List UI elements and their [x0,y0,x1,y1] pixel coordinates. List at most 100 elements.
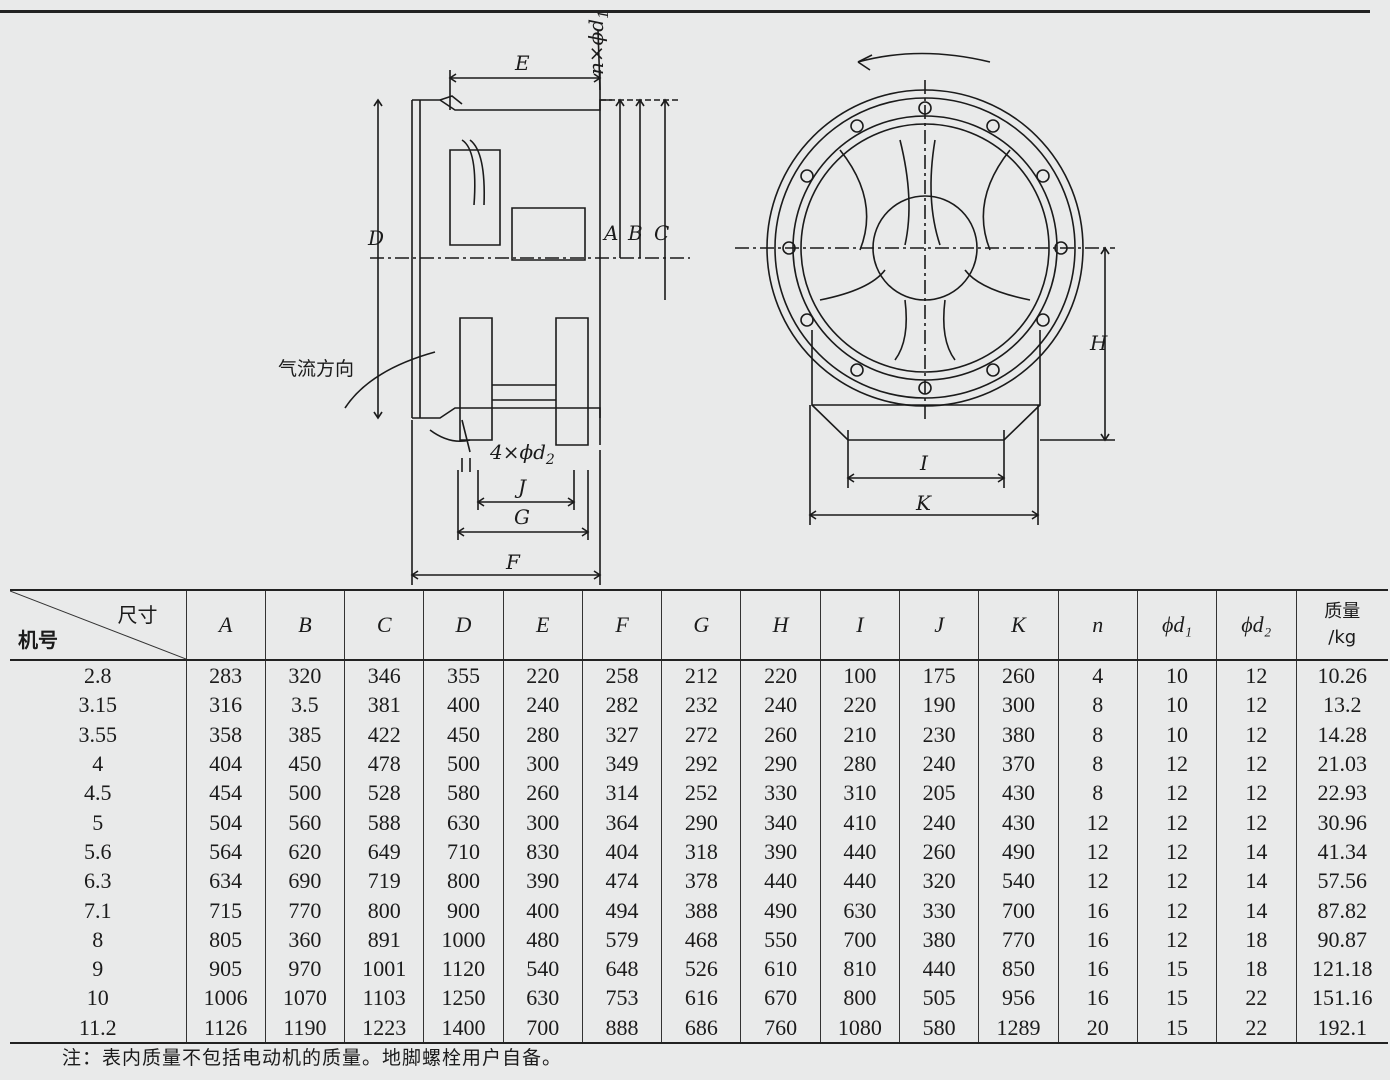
value-cell: 630 [423,807,504,837]
value-cell: 404 [185,748,266,779]
value-cell: 528 [344,778,424,808]
value-cell: 349 [581,748,662,779]
value-cell: 316 [185,690,266,720]
value-cell: 956 [978,983,1059,1013]
machine-number-cell: 7.1 [84,897,112,923]
dim-label-D: D [367,226,384,250]
value-cell: 14 [1216,836,1296,867]
value-cell: 1001 [344,953,424,984]
value-cell: 474 [581,866,662,896]
value-cell: 260 [899,836,979,867]
value-cell: 580 [899,1012,979,1044]
mass-cell: 14.28 [1295,719,1388,749]
value-cell: 810 [819,953,900,984]
machine-number-cell: 3.55 [78,721,118,747]
value-cell: 14 [1216,895,1296,925]
value-cell: 1190 [264,1012,345,1044]
machine-number-cell: 10 [86,985,109,1011]
machine-number-cell: 8 [92,926,104,952]
mass-label: 质量 [1324,601,1361,622]
value-cell: 12 [1216,748,1296,779]
value-cell: 579 [581,924,662,954]
value-cell: 12 [1136,778,1217,808]
mass-cell: 22.93 [1295,778,1388,808]
value-cell: 260 [740,719,821,749]
value-cell: 370 [978,748,1059,779]
value-cell: 805 [185,924,266,954]
value-cell: 10 [1136,660,1217,691]
value-cell: 230 [899,719,979,749]
value-cell: 1400 [423,1012,504,1044]
value-cell: 320 [899,866,979,896]
value-cell: 300 [978,690,1059,720]
value-cell: 588 [344,807,424,837]
value-cell: 400 [423,690,504,720]
col-header: C [344,589,424,661]
value-cell: 719 [344,866,424,896]
value-cell: 454 [185,778,266,808]
value-cell: 283 [185,660,266,691]
mass-cell: 151.16 [1295,983,1388,1013]
value-cell: 8 [1057,778,1138,808]
value-cell: 314 [581,778,662,808]
value-cell: 364 [581,807,662,837]
value-cell: 330 [740,778,821,808]
mass-cell: 41.34 [1295,836,1388,867]
col-header: H [740,589,821,661]
value-cell: 12 [1057,807,1138,837]
value-cell: 494 [581,895,662,925]
value-cell: 272 [661,719,741,749]
value-cell: 12 [1136,895,1217,925]
value-cell: 505 [899,983,979,1013]
value-cell: 905 [185,953,266,984]
mass-cell: 57.56 [1295,866,1388,896]
mass-cell: 192.1 [1295,1012,1388,1044]
value-cell: 10 [1136,719,1217,749]
value-cell: 280 [819,748,900,779]
mass-header: 质量 /kg [1295,589,1388,661]
value-cell: 753 [581,983,662,1013]
value-cell: 630 [819,895,900,925]
value-cell: 422 [344,719,424,749]
value-cell: 550 [740,924,821,954]
value-cell: 240 [740,690,821,720]
value-cell: 14 [1216,866,1296,896]
value-cell: 212 [661,660,741,691]
value-cell: 430 [978,807,1059,837]
mass-cell: 30.96 [1295,807,1388,837]
mass-cell: 90.87 [1295,924,1388,954]
value-cell: 649 [344,836,424,867]
value-cell: 330 [899,895,979,925]
value-cell: 440 [819,866,900,896]
value-cell: 292 [661,748,741,779]
value-cell: 526 [661,953,741,984]
value-cell: 3.5 [264,690,345,720]
value-cell: 500 [423,748,504,779]
value-cell: 440 [740,866,821,896]
value-cell: 634 [185,866,266,896]
machine-number-cell: 4 [92,751,104,777]
value-cell: 12 [1216,660,1296,691]
dim-label-E: E [514,51,530,75]
value-cell: 12 [1136,866,1217,896]
value-cell: 610 [740,953,821,984]
footnote: 注：表内质量不包括电动机的质量。地脚螺栓用户自备。 [62,1047,563,1069]
machine-number-cell: 9 [92,956,104,982]
value-cell: 830 [502,836,583,867]
dim-label-J: J [514,475,527,499]
value-cell: 280 [502,719,583,749]
value-cell: 1000 [423,924,504,954]
value-cell: 258 [581,660,662,691]
mass-unit: /kg [1328,627,1357,648]
value-cell: 850 [978,953,1059,984]
value-cell: 16 [1057,924,1138,954]
value-cell: 346 [344,660,424,691]
value-cell: 210 [819,719,900,749]
col-header: J [899,589,979,661]
corner-header: 尺寸 机号 [10,589,186,661]
value-cell: 580 [423,778,504,808]
col-header: E [502,589,583,661]
